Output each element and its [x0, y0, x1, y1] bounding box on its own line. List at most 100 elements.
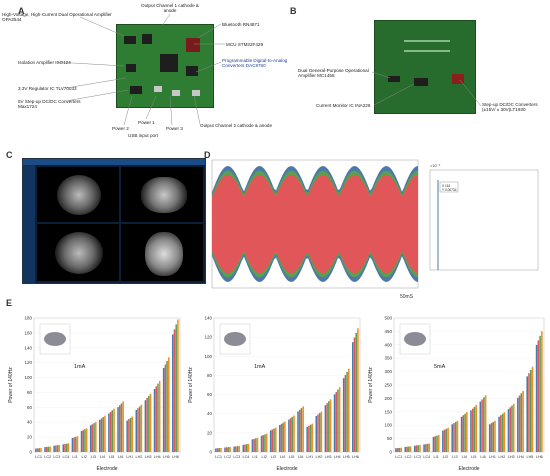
bar [224, 447, 226, 452]
bar [120, 403, 123, 452]
bar [289, 418, 292, 452]
bar [256, 437, 259, 452]
bar [73, 437, 75, 452]
x-tick-label: LI1 [252, 455, 257, 459]
label-iso124: Isolation Amplifier ISO124 [18, 60, 71, 65]
datatip-x: X 161 [442, 184, 451, 188]
y-tick-label: 20 [27, 435, 33, 440]
bar [244, 444, 246, 452]
bar [442, 430, 444, 452]
bar [432, 436, 435, 452]
bar [300, 408, 303, 452]
x-tick-label: LI2 [82, 455, 87, 459]
bar [247, 443, 250, 452]
panel-e-letter: E [6, 298, 13, 308]
bar [264, 434, 266, 452]
bar [225, 447, 228, 452]
bar [104, 415, 106, 452]
bar [173, 329, 176, 452]
x-tick-label: LI1 [72, 455, 77, 459]
x-tick-label: LH3 [145, 455, 152, 459]
bar [162, 368, 165, 452]
bar [284, 421, 286, 452]
bar [44, 447, 46, 452]
label-dac: Programmable Digital-to-Analog Converter… [222, 58, 288, 69]
bar [522, 390, 524, 452]
bar [338, 387, 341, 452]
viewer-sidebar [23, 165, 35, 283]
label-mc1458: Dual General-Purpose Operational Amplifi… [298, 68, 369, 79]
bar [129, 417, 132, 452]
bar [140, 404, 143, 452]
bar [260, 435, 263, 452]
bar [279, 425, 281, 452]
bar [164, 364, 167, 452]
bar [155, 386, 158, 452]
bar [434, 436, 437, 452]
x-tick-label: LC1 [395, 455, 402, 459]
y-tick-label: 120 [204, 335, 212, 340]
panel-a-photo [116, 24, 214, 108]
y-tick-label: 150 [384, 409, 392, 414]
bar [62, 444, 65, 452]
panel-a-letter: A [18, 6, 25, 16]
bar [526, 376, 529, 452]
chart-current-label: 1mA [74, 364, 86, 370]
waveform-time-scale: 50mS [400, 294, 414, 300]
label-stepup-max1724: 5V Step-up DC/DC Converters Max1724 [18, 99, 81, 110]
bar [64, 443, 66, 452]
bar [146, 398, 148, 452]
x-tick-label: LH5 [526, 455, 533, 459]
y-tick-label: 80 [207, 373, 213, 378]
bar [271, 429, 274, 452]
bar [275, 427, 277, 452]
y-tick-label: 0 [389, 450, 392, 455]
bar [417, 445, 420, 452]
y-tick-label: 100 [24, 375, 32, 380]
y-tick-label: 40 [27, 420, 33, 425]
y-axis-label: Power of 140Hz [8, 367, 14, 403]
x-tick-label: LI6 [118, 455, 123, 459]
mri-3d-view [121, 224, 203, 281]
bar [297, 411, 299, 452]
viewer-toolbar [23, 159, 205, 165]
chart-current-label: 1mA [254, 364, 266, 370]
bar [447, 427, 449, 452]
x-tick-label: LH4 [154, 455, 161, 459]
bar [56, 445, 59, 452]
bar [40, 448, 42, 452]
x-tick-label: LH2 [498, 455, 505, 459]
x-tick-label: LH2 [135, 455, 142, 459]
label-output-ch1: Output Channel 1 cathode & anode [141, 3, 199, 14]
bar [426, 443, 429, 452]
bar [396, 448, 399, 452]
bar [288, 419, 290, 452]
x-tick-label: LH3 [508, 455, 515, 459]
y-tick-label: 80 [27, 390, 33, 395]
x-tick-label: LI3 [91, 455, 96, 459]
x-tick-label: LI3 [271, 455, 276, 459]
bar [475, 405, 478, 452]
bar [437, 434, 440, 452]
bar [353, 337, 356, 452]
bar [456, 420, 459, 452]
bar [490, 423, 493, 452]
bar [131, 416, 134, 452]
x-tick-label: LH1 [306, 455, 313, 459]
bar [111, 410, 114, 452]
bar [220, 447, 222, 452]
bar [501, 413, 504, 452]
bar [326, 403, 328, 452]
bar [251, 439, 254, 452]
bar [333, 394, 336, 452]
x-axis-label: Electrode [458, 466, 479, 472]
label-power1: Power 1 [138, 120, 155, 125]
bar [91, 424, 94, 452]
y-tick-label: 160 [24, 330, 32, 335]
x-tick-label: LH3 [325, 455, 332, 459]
bar [153, 389, 156, 452]
bar [138, 406, 141, 452]
bar [466, 412, 468, 452]
x-tick-label: LI5 [109, 455, 114, 459]
